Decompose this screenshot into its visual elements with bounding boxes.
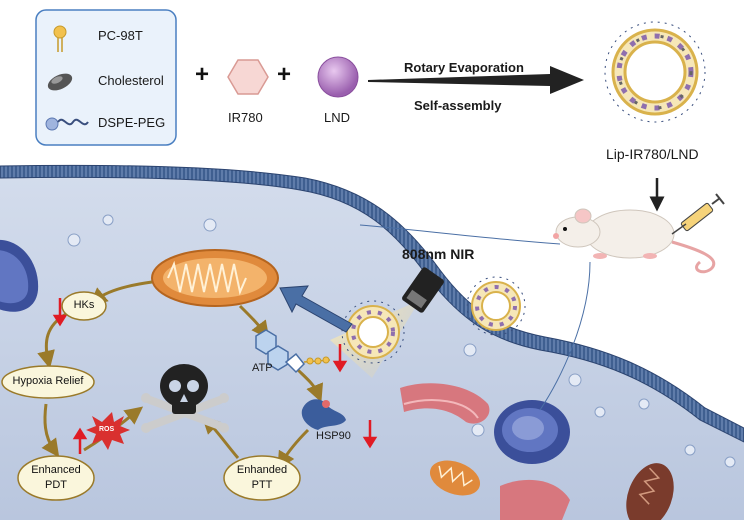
legend-box xyxy=(35,9,177,146)
node-ptt xyxy=(223,455,301,501)
red-down-arrows xyxy=(52,298,378,449)
hks-label: HKs xyxy=(73,299,95,311)
legend-label-cholesterol: Cholesterol xyxy=(98,73,164,88)
lnd-sphere-icon xyxy=(317,56,359,98)
vessel-line-2 xyxy=(539,261,591,411)
hypoxia-label: Hypoxia Relief xyxy=(12,375,84,387)
node-hypoxia xyxy=(1,365,95,399)
syringe-icon xyxy=(671,193,725,235)
peg-chain-icon xyxy=(45,117,89,131)
mitochondria-main-icon xyxy=(151,249,279,307)
ros-burst-icon xyxy=(86,412,130,450)
atp-label: ATP xyxy=(252,362,273,374)
skull-death-icon xyxy=(141,364,229,433)
hsp90-protein-icon xyxy=(301,399,346,430)
liposome-membrane-icon xyxy=(466,276,526,336)
pdt-label-line1: Enhanced xyxy=(31,464,81,476)
lnd-label: LND xyxy=(324,110,351,125)
node-pdt xyxy=(17,455,95,501)
mouse-icon xyxy=(553,208,716,274)
ptt-label-line2: PTT xyxy=(251,479,273,491)
ir780-hexagon-icon xyxy=(227,59,269,95)
laser-device-icon xyxy=(402,267,444,313)
legend-label-dspe-peg: DSPE-PEG xyxy=(98,115,166,130)
product-label: Lip-IR780/LND xyxy=(606,146,699,162)
hsp90-label: HSP90 xyxy=(316,430,351,442)
arrow-hypoxia-to-pdt xyxy=(41,403,60,458)
legend-label-pc98t: PC-98T xyxy=(98,28,143,43)
ptt-label-line1: Enhanded xyxy=(236,464,288,476)
cell-membrane xyxy=(0,164,744,443)
arrow-mito-to-atp xyxy=(238,304,270,340)
process-label-rotary: Rotary Evaporation xyxy=(404,60,524,75)
liposome-in-cell-icon xyxy=(341,300,405,364)
golgi-organelle-right xyxy=(494,400,570,464)
delivery-arrow xyxy=(279,285,353,333)
ir780-label: IR780 xyxy=(228,110,263,125)
plus-sign-2: + xyxy=(277,61,291,88)
plus-sign-1: + xyxy=(195,61,209,88)
cholesterol-icon xyxy=(47,73,73,91)
lipid-icon xyxy=(53,25,67,52)
liposome-product-icon xyxy=(604,21,706,123)
ros-label: ROS xyxy=(99,426,115,433)
mitochondria-small xyxy=(429,460,481,496)
vesicles xyxy=(67,214,736,468)
pdt-label-line2: PDT xyxy=(45,479,67,491)
vessel-line xyxy=(359,224,561,245)
node-hks xyxy=(61,291,107,321)
red-up-arrow xyxy=(72,427,88,454)
mitochondria-dark xyxy=(626,463,674,520)
process-arrow xyxy=(368,66,584,94)
process-label-selfassembly: Self-assembly xyxy=(414,98,502,113)
laser-label: 808nm NIR xyxy=(402,246,475,262)
golgi-organelle-left xyxy=(0,240,39,312)
atp-molecule-icon xyxy=(255,329,331,374)
er-organelle xyxy=(400,383,570,520)
